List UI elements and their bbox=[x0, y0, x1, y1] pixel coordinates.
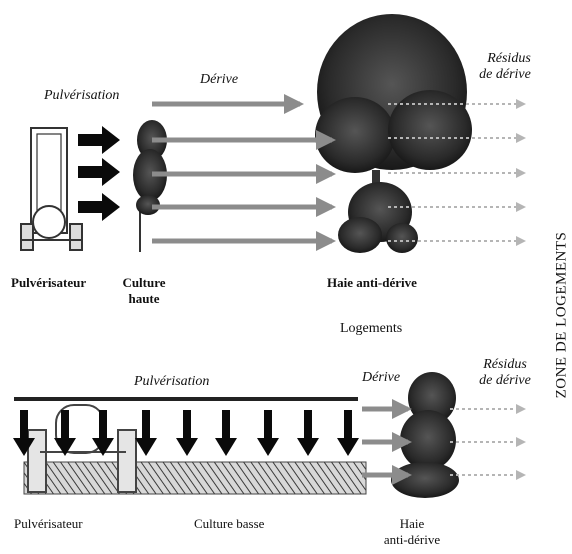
top-crop-label-line2: haute bbox=[118, 291, 170, 306]
bottom-hedge-label-line1: Haie bbox=[380, 516, 444, 531]
top-crop-label-line1: Culture bbox=[118, 275, 170, 290]
bottom-spraying-label: Pulvérisation bbox=[134, 374, 209, 389]
housing-label: Logements bbox=[340, 321, 402, 336]
bottom-drift-label: Dérive bbox=[362, 370, 400, 385]
bottom-low-crop-icon bbox=[24, 462, 366, 494]
spray-down-arrow bbox=[337, 410, 359, 456]
bottom-sprayer-label: Pulvérisateur bbox=[14, 516, 83, 531]
bottom-hedge-label-line2: anti-dérive bbox=[380, 532, 444, 547]
top-spray-arrows bbox=[78, 126, 120, 221]
top-residue-label-line2: de dérive bbox=[470, 67, 540, 82]
bottom-spray-arrows bbox=[13, 410, 359, 456]
bottom-residue-label-line1: Résidus bbox=[470, 357, 540, 372]
top-drift-arrows bbox=[152, 104, 332, 241]
bottom-residue-label-line2: de dérive bbox=[470, 373, 540, 388]
bottom-drift-arrows bbox=[362, 409, 408, 475]
spray-down-arrow bbox=[135, 410, 157, 456]
top-residue-label-line1: Résidus bbox=[478, 51, 540, 66]
spray-down-arrow bbox=[257, 410, 279, 456]
top-hedge-label: Haie anti-dérive bbox=[327, 275, 417, 290]
top-sprayer-label: Pulvérisateur bbox=[11, 275, 86, 290]
top-drift-label: Dérive bbox=[200, 72, 238, 87]
bottom-residue-arrows bbox=[450, 409, 524, 475]
spray-down-arrow bbox=[176, 410, 198, 456]
housing-zone-label: ZONE DE LOGEMENTS bbox=[553, 200, 571, 430]
bottom-hedge-icon bbox=[391, 372, 459, 498]
top-sprayer-icon bbox=[21, 128, 82, 250]
bottom-boom-bar bbox=[14, 397, 358, 401]
spray-down-arrow bbox=[297, 410, 319, 456]
top-spraying-label: Pulvérisation bbox=[44, 88, 119, 103]
top-hedge-icon bbox=[315, 14, 472, 253]
bottom-crop-label: Culture basse bbox=[194, 516, 264, 531]
spray-down-arrow bbox=[215, 410, 237, 456]
